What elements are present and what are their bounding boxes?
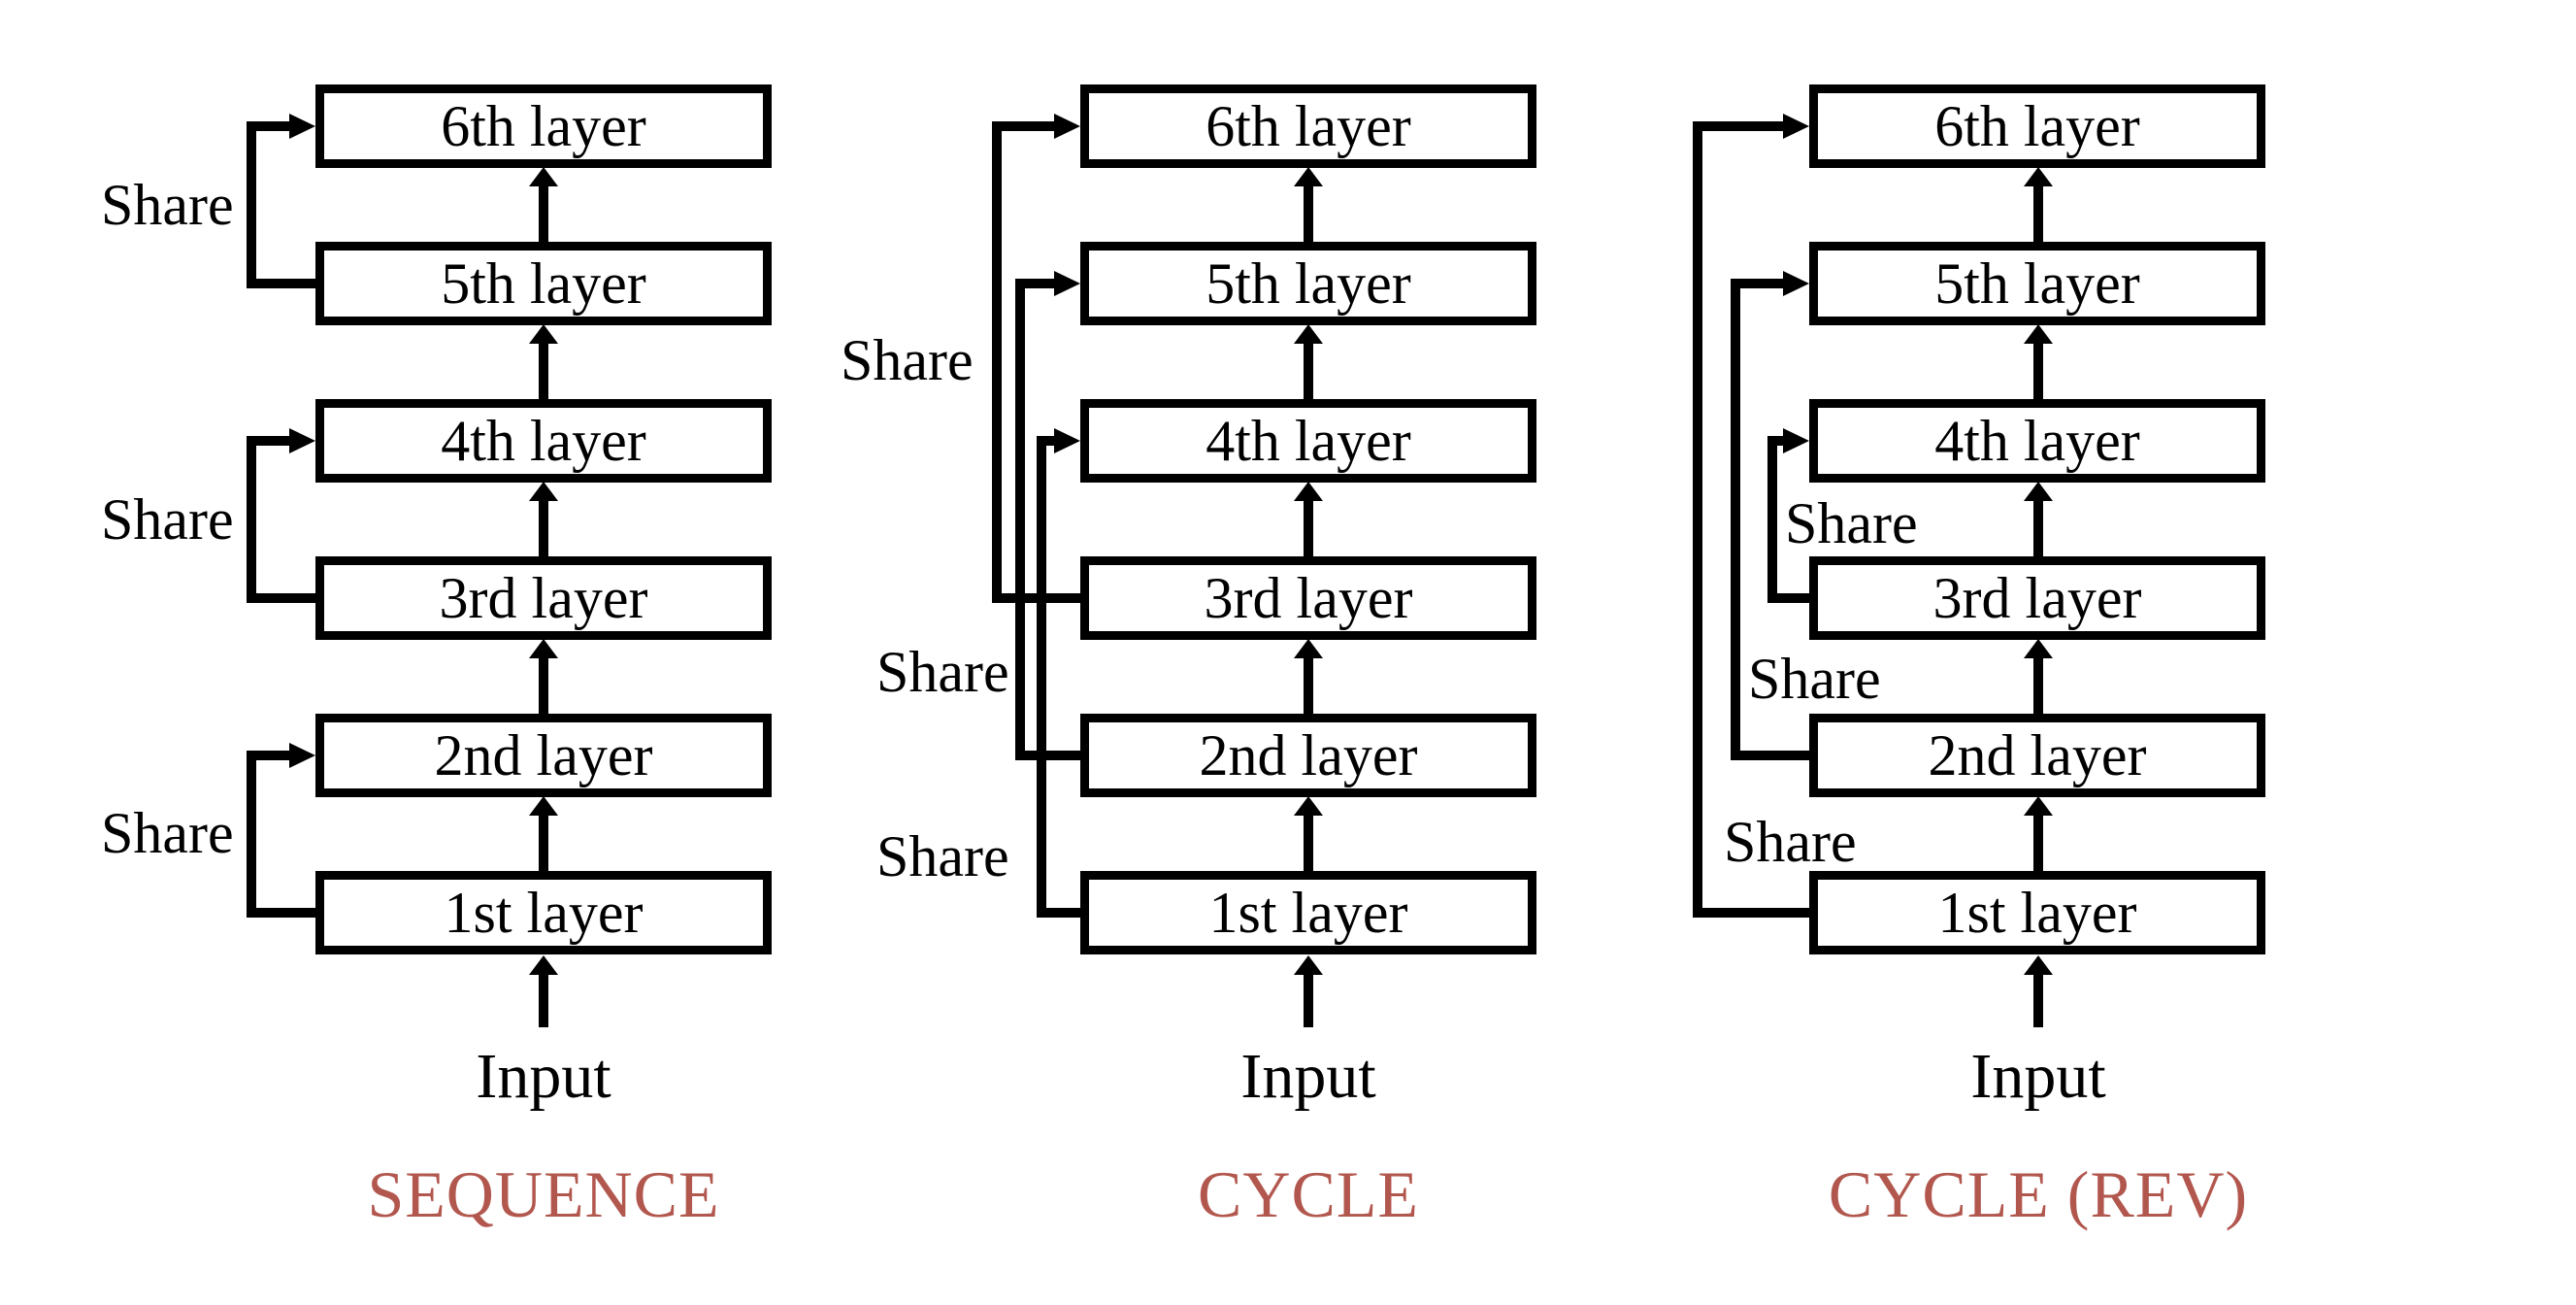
layer-arrow-head bbox=[1294, 482, 1323, 501]
layer-arrow-head bbox=[2024, 639, 2053, 658]
layer-arrow-head bbox=[529, 167, 558, 186]
input-arrow-head bbox=[2024, 955, 2053, 975]
share-connector bbox=[1015, 279, 1084, 760]
layer-arrow-head bbox=[1294, 796, 1323, 816]
layer-arrow-head bbox=[529, 639, 558, 658]
layer-arrow-head bbox=[529, 796, 558, 816]
share-connector-arrowhead bbox=[289, 428, 315, 453]
share-connector bbox=[1767, 436, 1813, 603]
share-connector-arrowhead bbox=[1783, 271, 1809, 296]
layer-arrow-head bbox=[1294, 639, 1323, 658]
share-connector-arrowhead bbox=[1054, 271, 1080, 296]
share-connector bbox=[247, 751, 319, 918]
share-connector-arrowhead bbox=[1054, 114, 1080, 139]
layer-arrow-head bbox=[1294, 324, 1323, 344]
layer-arrow-head bbox=[529, 324, 558, 344]
layer-arrow-head bbox=[2024, 482, 2053, 501]
layer-arrow-head bbox=[2024, 324, 2053, 344]
share-connector bbox=[247, 121, 319, 288]
layer-arrow-head bbox=[2024, 167, 2053, 186]
share-connector-arrowhead bbox=[1783, 114, 1809, 139]
share-connector-arrowhead bbox=[289, 743, 315, 768]
share-connector bbox=[1693, 121, 1813, 918]
layer-arrow-head bbox=[1294, 167, 1323, 186]
share-connector-arrowhead bbox=[1054, 428, 1080, 453]
layer-arrow-head bbox=[2024, 796, 2053, 816]
share-connector bbox=[1731, 279, 1813, 760]
input-arrow-head bbox=[1294, 955, 1323, 975]
share-connector-arrowhead bbox=[1783, 428, 1809, 453]
layer-arrow-head bbox=[529, 482, 558, 501]
share-connector-arrowhead bbox=[289, 114, 315, 139]
share-connector bbox=[247, 436, 319, 603]
input-arrow-head bbox=[529, 955, 558, 975]
share-connector bbox=[1037, 436, 1084, 918]
